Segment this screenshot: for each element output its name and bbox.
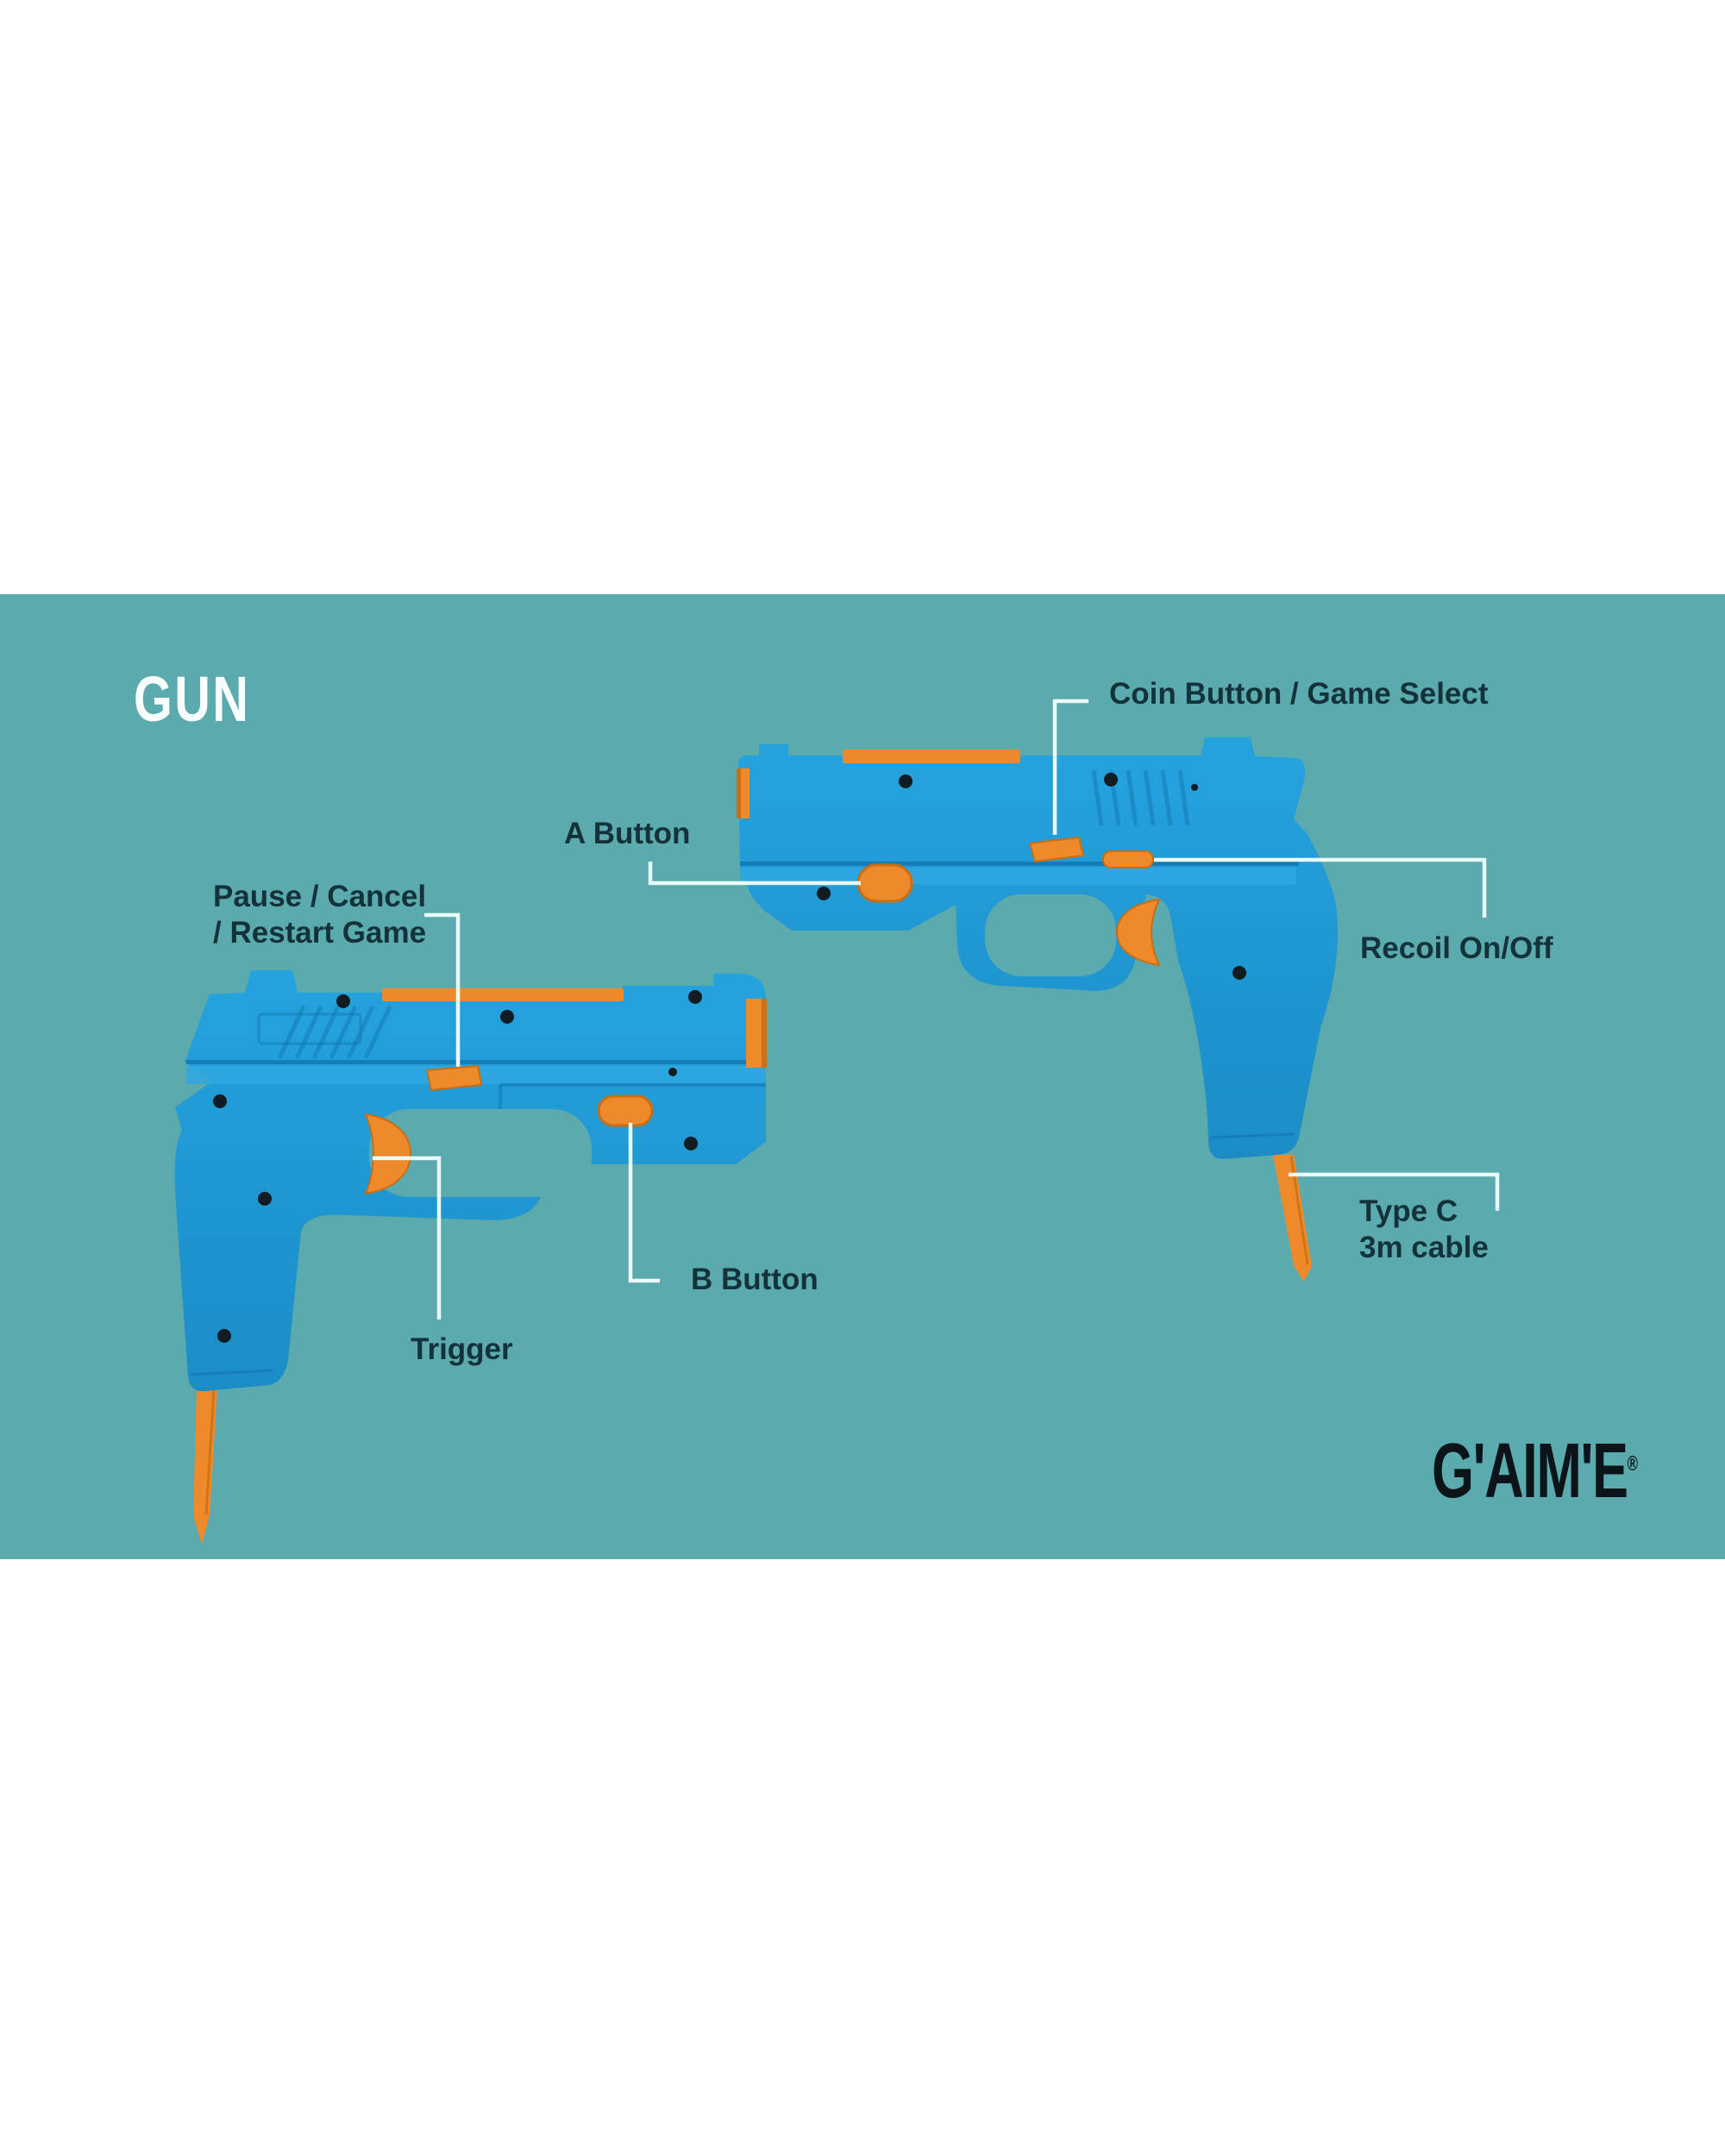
right-gun-trigger-control [1115,898,1161,967]
right-gun-grip-cap-seam [1210,1132,1295,1139]
left-gun-grip-cap-seam [190,1369,274,1376]
callout-lines [373,699,1500,1319]
left-gun-trigger-control [364,1112,412,1195]
label-pause: Pause / Cancel / Restart Game [213,880,427,950]
callout-line-recoil [1154,857,1487,918]
right-gun-screws [817,773,1246,980]
callout-line-a-button [648,862,861,886]
recoil-switch-control [1102,850,1154,868]
label-recoil: Recoil On/Off [1360,931,1553,965]
right-gun-trigger-guard-opening [985,894,1116,976]
b-button-control [597,1094,654,1127]
coin-button-control [1028,836,1085,863]
label-b-button: B Button [691,1263,819,1296]
left-gun-port-detail [257,1012,362,1045]
registered-mark: ® [1627,1452,1639,1476]
left-gun-cable-edge [204,1389,216,1515]
right-gun-slide-serrations [1091,769,1190,826]
left-gun-illustration [174,970,767,1545]
brand-logo-text: G'AIM'E [1432,1428,1628,1514]
left-gun-trigger-guard-opening [369,1109,592,1197]
page-title: GUN [134,663,251,735]
left-gun-top-rib [382,988,624,1001]
right-gun-slide-seam [740,862,1299,866]
brand-logo: G'AIM'E® [1432,1427,1638,1516]
pause-button-control [425,1064,483,1092]
left-gun-muzzle-edge [762,999,767,1068]
callout-line-pause [424,912,461,1067]
callout-line-trigger [373,1156,442,1319]
left-gun-accessory-seam [500,1083,766,1087]
callout-line-typec [1289,1172,1500,1211]
right-gun-top-rib [843,749,1020,763]
left-gun-slide-serrations [277,1005,392,1060]
label-typec: Type C 3m cable [1359,1194,1489,1264]
right-gun-muzzle-edge [737,768,741,818]
callout-line-b-button [628,1123,660,1283]
label-trigger: Trigger [411,1332,513,1366]
label-coin-button: Coin Button / Game Select [1109,677,1489,711]
label-a-button: A Button [564,817,691,850]
right-gun-cable [1273,1155,1312,1282]
a-button-control [856,863,913,903]
left-gun-screws [213,990,702,1343]
callout-line-coin-button [1052,699,1088,835]
left-gun-slide-seam [186,1060,766,1064]
right-gun-illustration [737,737,1339,1282]
